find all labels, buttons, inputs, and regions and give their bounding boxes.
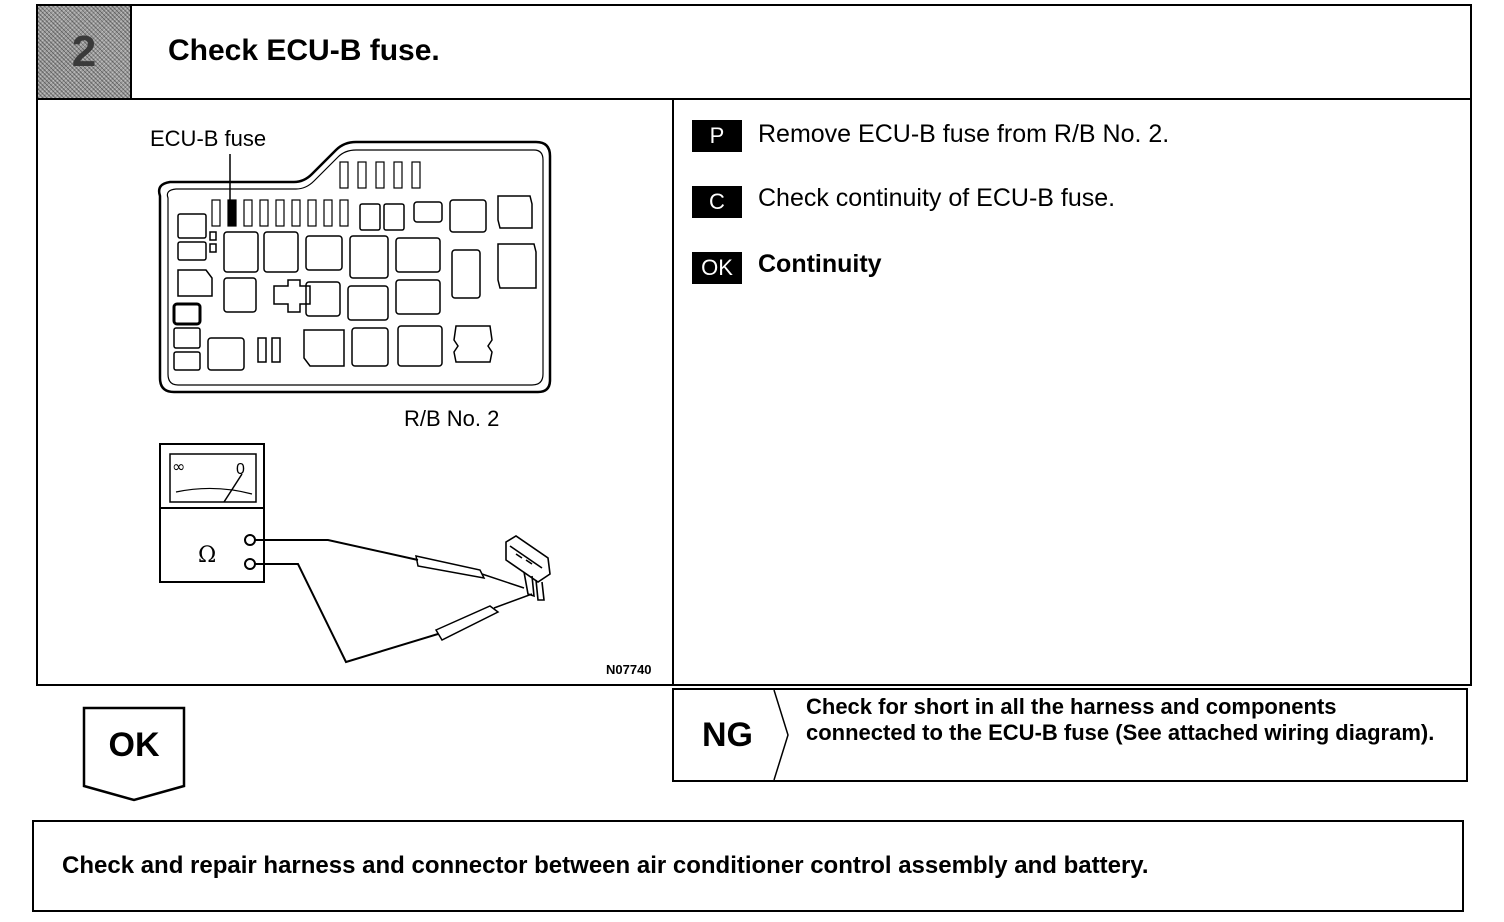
- ng-result-box: NG Check for short in all the harness an…: [672, 688, 1468, 782]
- ok-arrow-shape: [82, 706, 186, 802]
- ng-text: Check for short in all the harness and c…: [806, 694, 1435, 745]
- step-block: 2 Check ECU-B fuse.: [36, 4, 1472, 686]
- ng-label: NG: [702, 716, 753, 754]
- ok-label: OK: [108, 726, 160, 764]
- rb-label: R/B No. 2: [404, 406, 499, 431]
- ohmmeter-needle: [223, 473, 243, 503]
- instruction-ok: OK: [692, 252, 742, 284]
- instruction-remove-text: Remove ECU-B fuse from R/B No. 2.: [758, 120, 1170, 148]
- probe-2-tip: [493, 593, 533, 609]
- fuse-check-illustration: ECU-B fuse R/B No. 2 ∞ 0 Ω: [150, 126, 652, 677]
- meter-terminal-1: [244, 534, 256, 546]
- test-lead-1: [255, 539, 419, 561]
- relay-blocks: [172, 195, 537, 371]
- instruction-remove: P: [692, 120, 742, 152]
- badge-c: C: [692, 186, 742, 218]
- probe-2: [434, 605, 500, 641]
- instruction-check-text: Check continuity of ECU-B fuse.: [758, 184, 1116, 212]
- test-fuse: [505, 535, 551, 601]
- meter-infinity: ∞: [172, 457, 185, 476]
- probe-1-tip: [481, 573, 525, 589]
- badge-p: P: [692, 120, 742, 152]
- figure-code: N07740: [606, 662, 652, 677]
- meter-zero: 0: [236, 461, 245, 478]
- step-header: 2 Check ECU-B fuse.: [38, 6, 1470, 100]
- meter-ohm-symbol: Ω: [198, 543, 216, 568]
- badge-ok: OK: [692, 252, 742, 284]
- fuse-row: [211, 199, 349, 227]
- ohmmeter-dial: [169, 453, 257, 503]
- step-title: Check ECU-B fuse.: [168, 34, 440, 67]
- instruction-check: C: [692, 186, 742, 218]
- step-number: 2: [38, 6, 132, 98]
- fuse-label: ECU-B fuse: [150, 126, 266, 151]
- ng-chevron: [773, 690, 789, 780]
- instruction-panel: P Remove ECU-B fuse from R/B No. 2. C Ch…: [674, 100, 1470, 684]
- instruction-ok-text: Continuity: [758, 250, 882, 278]
- test-lead-2: [255, 563, 439, 664]
- ohmmeter-body: [159, 443, 265, 583]
- action-box: Check and repair harness and connector b…: [32, 820, 1464, 912]
- action-text: Check and repair harness and connector b…: [62, 852, 1149, 879]
- relay-block-outline: [157, 140, 552, 394]
- top-fuse-row: [339, 161, 421, 189]
- relay-block-inner: [166, 149, 544, 386]
- illustration-panel: ECU-B fuse R/B No. 2 ∞ 0 Ω: [38, 100, 674, 684]
- meter-terminal-2: [244, 558, 256, 570]
- probe-1: [415, 555, 486, 580]
- ohmmeter-scale: [175, 487, 253, 495]
